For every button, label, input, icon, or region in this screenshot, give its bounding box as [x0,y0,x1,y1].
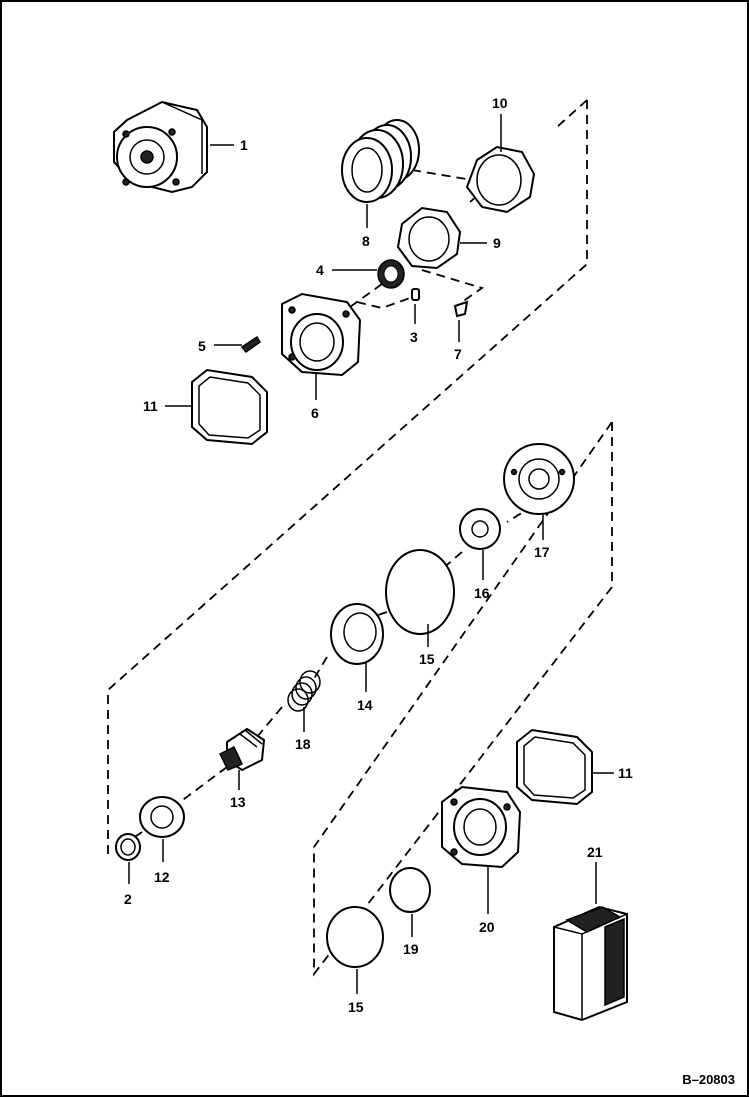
callout-labels: 1 2 3 4 5 6 7 8 9 10 11 11 12 13 14 15 1… [124,95,633,1015]
callout-16: 16 [474,585,490,601]
callout-15-lower: 15 [348,999,364,1015]
callout-11-upper: 11 [143,398,158,414]
part-2-snap-ring [115,833,141,861]
part-17-end-plate [503,443,575,515]
part-19-o-ring-small [389,867,431,913]
part-10-friction-disc [465,145,536,214]
part-21-seal-kit-box [553,905,628,1022]
callout-1: 1 [240,137,248,153]
callout-19: 19 [403,941,419,957]
part-7-screw [453,300,469,318]
callout-6: 6 [311,405,319,421]
callout-18: 18 [295,736,311,752]
part-11-gasket-lower [516,728,593,806]
callout-3: 3 [410,329,418,345]
callout-10: 10 [492,95,508,111]
part-11-gasket-upper [191,368,268,446]
callout-7: 7 [454,346,462,362]
callout-21: 21 [587,844,603,860]
part-20-housing [441,785,522,869]
callout-9: 9 [493,235,501,251]
assembly-outline-upper [107,100,588,857]
part-8-spring-pack [341,119,420,203]
part-3-pin [411,288,420,301]
part-15-o-ring-upper [385,549,455,635]
callout-15-upper: 15 [419,651,435,667]
callout-5: 5 [198,338,206,354]
callout-13: 13 [230,794,246,810]
drawing-number: B–20803 [682,1072,735,1087]
callout-20: 20 [479,919,495,935]
part-13-shaft [218,727,266,772]
callout-8: 8 [362,233,370,249]
part-18-spring [287,670,321,712]
part-12-hub [139,796,185,838]
leader-lines [128,114,614,994]
callout-11-lower: 11 [618,765,633,781]
part-16-washer [459,508,501,550]
part-4-seal [377,259,405,289]
part-6-brake-housing [281,292,362,377]
assembly-outline-lower [313,421,613,977]
part-14-piston [330,603,384,665]
callout-17: 17 [534,544,550,560]
callout-14: 14 [357,697,373,713]
part-9-separator-disc [396,206,462,270]
callout-12: 12 [154,869,170,885]
part-5-screw [240,335,261,354]
callout-2: 2 [124,891,132,907]
callout-4: 4 [316,262,324,278]
part-15-o-ring-lower [326,906,384,968]
part-1-drive-motor [113,100,208,194]
